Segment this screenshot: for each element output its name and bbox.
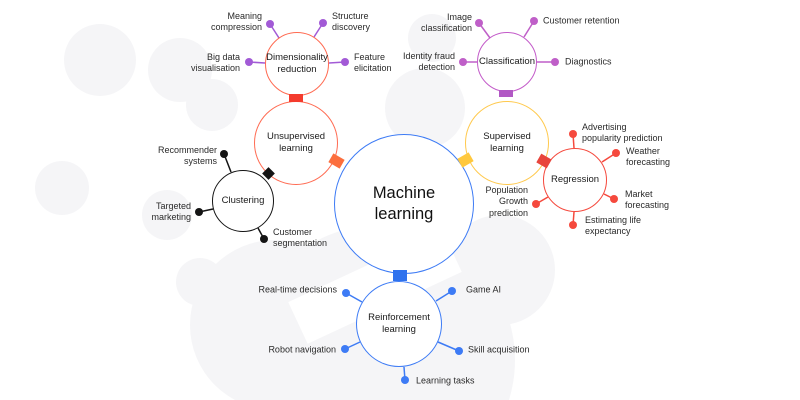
node-regression: Regression	[543, 148, 607, 212]
satellite-dot-weather-forecasting	[612, 149, 620, 157]
satellite-label-targeted-marketing: Targeted marketing	[151, 200, 191, 222]
satellite-dot-robot-navigation	[341, 345, 349, 353]
satellite-label-population-growth-prediction: Population Growth prediction	[485, 185, 528, 218]
satellite-dot-real-time-decisions	[342, 289, 350, 297]
satellite-dot-advertising-popularity-prediction	[569, 130, 577, 138]
satellite-dot-skill-acquisition	[455, 347, 463, 355]
satellite-dot-diagnostics	[551, 58, 559, 66]
background-blob	[35, 161, 89, 215]
satellite-dot-feature-elicitation	[341, 58, 349, 66]
satellite-label-image-classification: Image classification	[420, 11, 472, 33]
node-supervised-learning: Supervised learning	[465, 101, 549, 185]
satellite-label-structure-discovery: Structure discovery	[332, 10, 371, 32]
satellite-label-robot-navigation: Robot navigation	[268, 344, 336, 355]
satellite-dot-structure-discovery	[319, 19, 327, 27]
satellite-label-recommender-systems: Recommender systems	[157, 144, 217, 166]
node-classification: Classification	[477, 32, 537, 92]
node-machine-learning: Machine learning	[334, 134, 474, 274]
connector-classification-supervised	[499, 90, 513, 97]
satellite-dot-customer-retention	[530, 17, 538, 25]
satellite-label-customer-retention: Customer retention	[543, 15, 620, 26]
node-clustering-label: Clustering	[221, 195, 265, 207]
satellite-dot-estimating-life-expectancy	[569, 221, 577, 229]
satellite-dot-game-ai	[448, 287, 456, 295]
satellite-label-market-forecasting: Market forecasting	[625, 188, 670, 210]
satellite-label-meaning-compression: Meaning compression	[210, 10, 262, 32]
satellite-label-game-ai: Game AI	[466, 284, 502, 295]
satellite-label-estimating-life-expectancy: Estimating life expectancy	[585, 214, 642, 236]
connector-machine-reinforcement	[393, 270, 407, 281]
node-classification-label: Classification	[479, 56, 535, 68]
background-blob	[64, 24, 136, 96]
satellite-label-diagnostics: Diagnostics	[565, 56, 612, 67]
satellite-dot-image-classification	[475, 19, 483, 27]
satellite-label-feature-elicitation: Feature elicitation	[354, 51, 392, 73]
satellite-dot-learning-tasks	[401, 376, 409, 384]
satellite-label-customer-segmentation: Customer segmentation	[273, 226, 328, 248]
background-blob	[408, 14, 456, 62]
satellite-label-weather-forecasting: Weather forecasting	[626, 145, 671, 167]
satellite-label-identity-fraud-detection: Identity fraud detection	[402, 50, 455, 72]
satellite-label-big-data-visualisation: Big data visualisation	[190, 51, 240, 73]
satellite-dot-recommender-systems	[220, 150, 228, 158]
satellite-dot-population-growth-prediction	[532, 200, 540, 208]
background-blob	[186, 79, 238, 131]
node-unsupervised-learning-label: Unsupervised learning	[266, 131, 326, 154]
satellite-dot-meaning-compression	[266, 20, 274, 28]
satellite-dot-market-forecasting	[610, 195, 618, 203]
node-reinforcement-learning-label: Reinforcement learning	[368, 312, 430, 335]
connector-dimensionality-unsupervised	[289, 94, 303, 102]
satellite-label-skill-acquisition: Skill acquisition	[468, 344, 530, 355]
satellite-label-advertising-popularity-prediction: Advertising popularity prediction	[582, 121, 663, 143]
satellite-dot-targeted-marketing	[195, 208, 203, 216]
background-blob	[142, 190, 192, 240]
satellite-dot-customer-segmentation	[260, 235, 268, 243]
node-reinforcement-learning: Reinforcement learning	[356, 281, 442, 367]
node-regression-label: Regression	[550, 174, 600, 186]
satellite-dot-identity-fraud-detection	[459, 58, 467, 66]
satellite-label-learning-tasks: Learning tasks	[416, 375, 475, 386]
node-clustering: Clustering	[212, 170, 274, 232]
node-supervised-learning-label: Supervised learning	[483, 131, 531, 154]
satellite-label-real-time-decisions: Real-time decisions	[258, 284, 337, 295]
node-dimensionality-reduction: Dimensionality reduction	[265, 32, 329, 96]
satellite-dot-big-data-visualisation	[245, 58, 253, 66]
node-machine-learning-label: Machine learning	[372, 183, 436, 223]
node-dimensionality-reduction-label: Dimensionality reduction	[266, 52, 328, 75]
